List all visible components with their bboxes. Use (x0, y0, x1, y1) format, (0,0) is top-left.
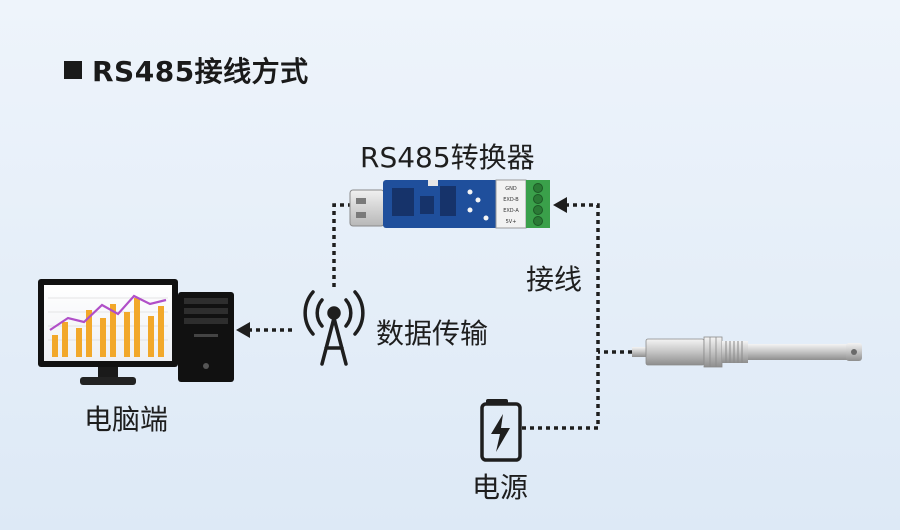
pc-label: 电脑端 (84, 403, 169, 436)
terminal-pin-label: GND (505, 186, 517, 192)
arrowhead-left-to-pc (236, 322, 250, 338)
sensor-probe-icon (632, 336, 862, 368)
terminal-pin-label: EXD-A (503, 208, 519, 214)
terminal-pin-label: EXD-B (503, 197, 519, 203)
battery-icon (480, 399, 522, 462)
page-title: RS485接线方式 (92, 55, 309, 88)
converter-to-antenna-line (332, 203, 352, 290)
monitor-icon (38, 279, 178, 385)
terminal-to-junction-line (565, 203, 600, 428)
wiring-label: 接线 (526, 263, 583, 296)
data-transmission-label: 数据传输 (376, 317, 489, 350)
terminal-pin-label: 5V+ (506, 219, 517, 225)
dotted-connections (248, 203, 632, 430)
usb-converter-icon (349, 180, 498, 228)
pc-tower-icon (178, 292, 234, 382)
converter-label: RS485转换器 (360, 141, 535, 174)
arrowhead-left-to-terminal (553, 197, 567, 213)
title-square-icon (64, 61, 82, 79)
antenna-icon (303, 290, 365, 366)
title-block: RS485接线方式 (64, 52, 309, 88)
power-supply-label: 电源 (472, 471, 529, 504)
terminal-block-icon: GND EXD-B EXD-A 5V+ (495, 179, 550, 229)
